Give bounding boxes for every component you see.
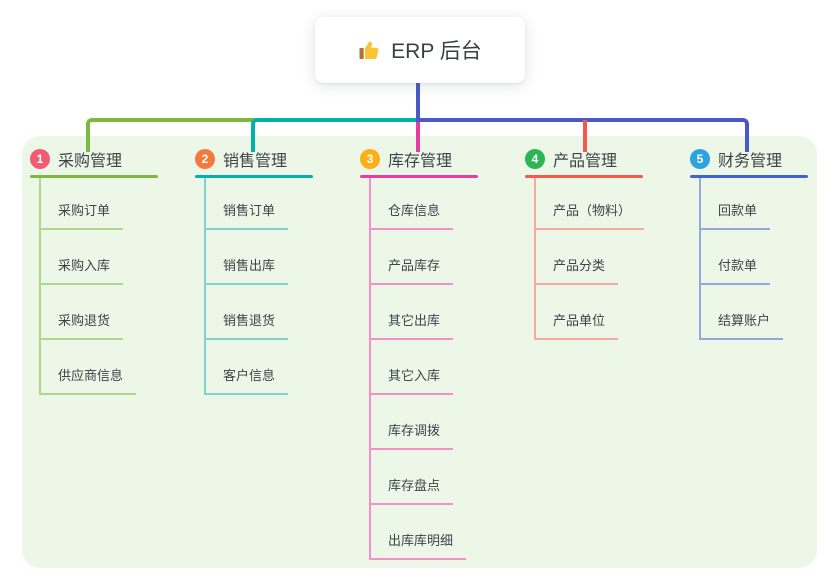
branch-1-badge: 1	[30, 149, 50, 169]
branch-node-sales[interactable]: 2 销售管理	[195, 147, 287, 171]
child-node[interactable]: 仓库信息	[370, 202, 454, 230]
child-node[interactable]: 供应商信息	[40, 367, 137, 395]
child-node[interactable]: 采购订单	[40, 202, 124, 230]
root-node[interactable]: ERP 后台	[315, 17, 525, 83]
child-node[interactable]: 付款单	[700, 257, 771, 285]
branch-5-underline	[690, 175, 808, 178]
branch-2-underline	[195, 175, 313, 178]
child-node[interactable]: 销售订单	[205, 202, 289, 230]
branches-panel	[22, 136, 817, 568]
branch-3-badge: 3	[360, 149, 380, 169]
child-node[interactable]: 库存盘点	[370, 477, 454, 505]
child-node[interactable]: 采购入库	[40, 257, 124, 285]
branch-3-label: 库存管理	[388, 153, 453, 170]
branch-3-spine	[369, 178, 371, 560]
branch-4-underline	[525, 175, 643, 178]
child-node[interactable]: 产品分类	[535, 257, 619, 285]
branch-node-finance[interactable]: 5 财务管理	[690, 147, 782, 171]
child-node[interactable]: 回款单	[700, 202, 771, 230]
child-node[interactable]: 产品（物料）	[535, 202, 645, 230]
child-node[interactable]: 销售出库	[205, 257, 289, 285]
child-node[interactable]: 产品库存	[370, 257, 454, 285]
connector-branch-3	[416, 122, 420, 152]
branch-5-badge: 5	[690, 149, 710, 169]
branch-node-product[interactable]: 4 产品管理	[525, 147, 617, 171]
child-node[interactable]: 其它入库	[370, 367, 454, 395]
child-node[interactable]: 结算账户	[700, 312, 784, 340]
root-title: ERP 后台	[391, 40, 482, 63]
connector-branch-4	[583, 120, 587, 152]
connector-branch-2	[251, 118, 420, 152]
branch-5-label: 财务管理	[718, 153, 783, 170]
branch-1-label: 采购管理	[58, 153, 123, 170]
branch-2-label: 销售管理	[223, 153, 288, 170]
child-node[interactable]: 库存调拨	[370, 422, 454, 450]
branch-1-underline	[30, 175, 158, 178]
connector-branch-5	[416, 118, 749, 152]
branch-4-label: 产品管理	[553, 153, 618, 170]
child-node[interactable]: 采购退货	[40, 312, 124, 340]
child-node[interactable]: 客户信息	[205, 367, 289, 395]
branch-2-badge: 2	[195, 149, 215, 169]
branch-node-inventory[interactable]: 3 库存管理	[360, 147, 452, 171]
branch-3-underline	[360, 175, 478, 178]
branch-1-spine	[39, 178, 41, 395]
branch-5-spine	[699, 178, 701, 340]
thumbs-up-icon	[358, 38, 382, 62]
root-connector-line	[416, 83, 420, 122]
child-node[interactable]: 出库库明细	[370, 532, 467, 560]
child-node[interactable]: 产品单位	[535, 312, 619, 340]
child-node[interactable]: 其它出库	[370, 312, 454, 340]
branch-4-spine	[534, 178, 536, 340]
branch-4-badge: 4	[525, 149, 545, 169]
branch-node-purchase[interactable]: 1 采购管理	[30, 147, 122, 171]
branch-2-spine	[204, 178, 206, 395]
child-node[interactable]: 销售退货	[205, 312, 289, 340]
connector-branch-1	[86, 118, 255, 152]
